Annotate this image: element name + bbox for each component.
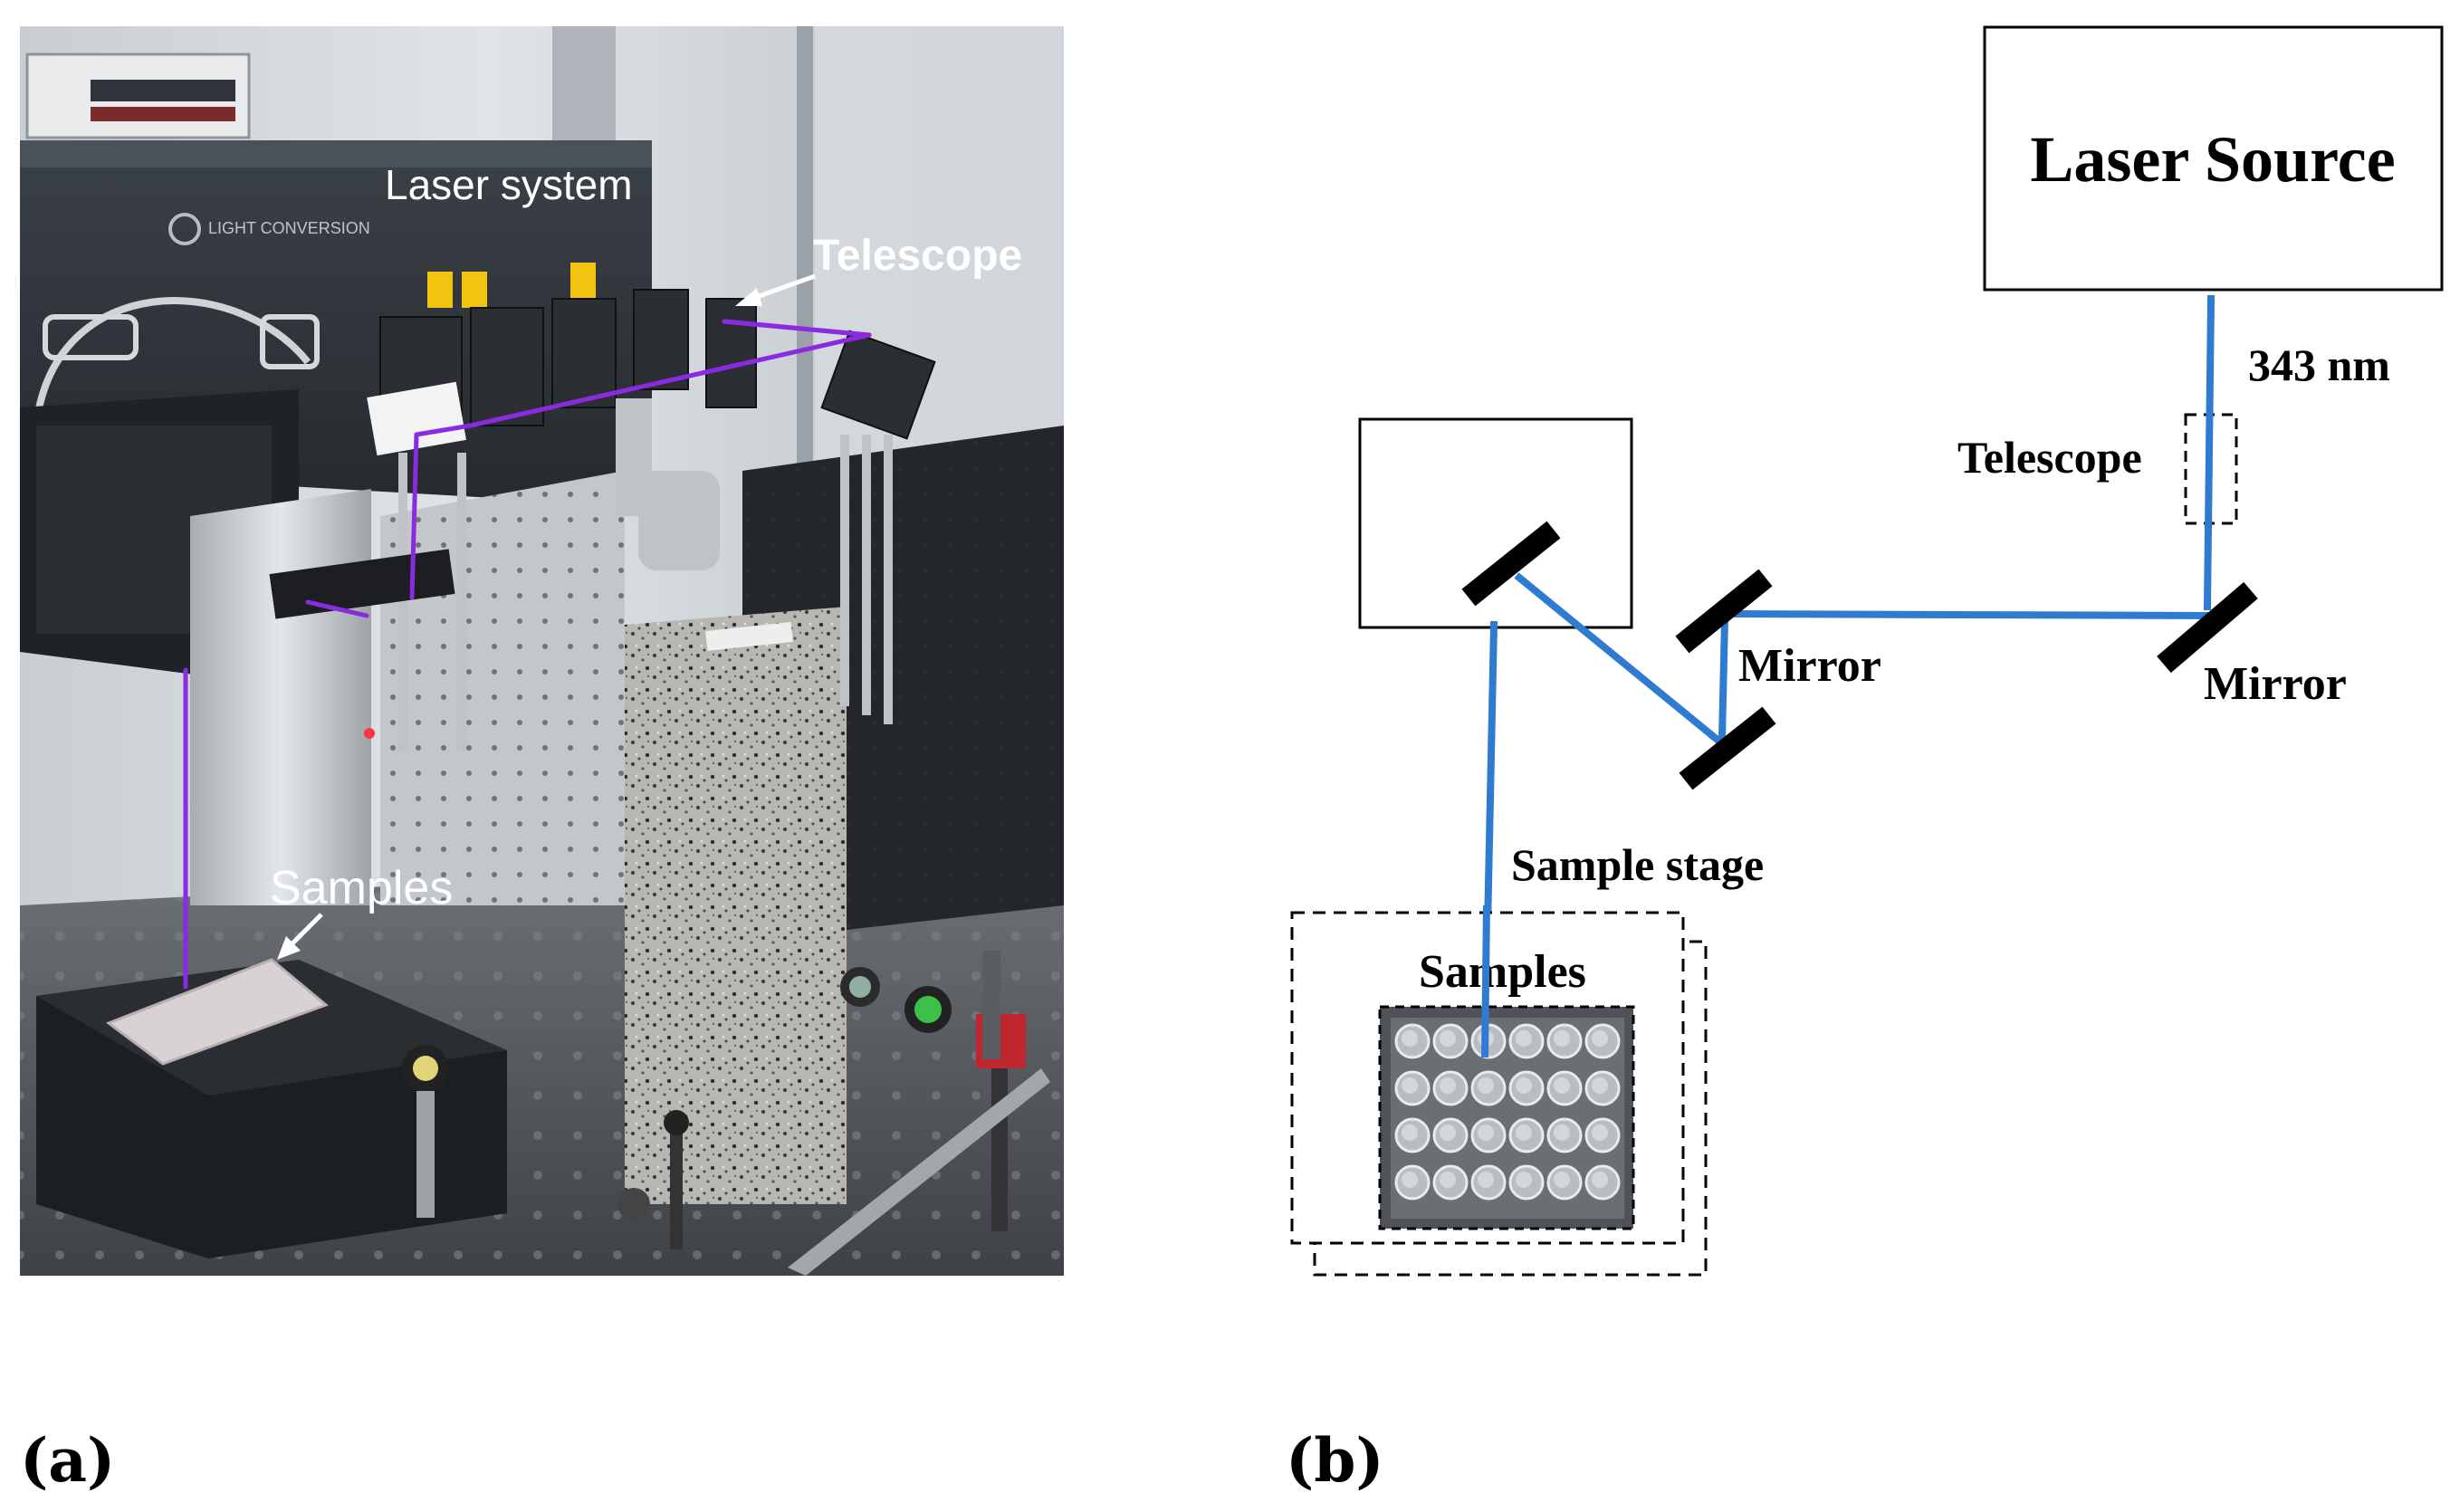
well-highlight xyxy=(1478,1172,1494,1188)
well-highlight xyxy=(1592,1172,1608,1188)
well-highlight xyxy=(1554,1030,1570,1047)
well-highlight xyxy=(1478,1077,1494,1094)
mirror-right-icon xyxy=(2157,581,2258,674)
well-highlight xyxy=(1478,1124,1494,1141)
well-highlight xyxy=(1516,1030,1532,1047)
samples-arrow-icon xyxy=(277,913,323,960)
well-highlight xyxy=(1516,1077,1532,1094)
telescope-label: Telescope xyxy=(1957,432,2142,483)
well-highlight xyxy=(1554,1172,1570,1188)
mirror-label-1: Mirror xyxy=(1738,640,1881,692)
mirror-group xyxy=(1461,521,2258,790)
beam-into-sample xyxy=(1481,904,1490,1058)
mirror-upper-icon xyxy=(1675,569,1773,654)
well-highlight xyxy=(1440,1077,1456,1094)
well-highlight xyxy=(1402,1172,1418,1188)
well-highlight xyxy=(1440,1172,1456,1188)
diagram-beam-path xyxy=(1480,294,2216,1062)
well-highlight xyxy=(1592,1124,1608,1141)
laser-system-label: Laser system xyxy=(385,161,633,208)
schematic-diagram: Laser Source 343 nm Telescope Mirror Mir… xyxy=(1290,25,2444,1277)
telescope-arrow-icon xyxy=(735,273,816,306)
samples-photo-label: Samples xyxy=(270,862,453,914)
setup-photo: LIGHT CONVERSION xyxy=(20,26,1064,1276)
laser-source-label: Laser Source xyxy=(2030,123,2395,196)
well-highlight xyxy=(1440,1124,1456,1141)
well-highlight xyxy=(1516,1172,1532,1188)
well-highlight xyxy=(1516,1124,1532,1141)
well-plate-icon xyxy=(1378,1005,1635,1230)
wavelength-label: 343 nm xyxy=(2248,340,2390,390)
well-highlight xyxy=(1592,1030,1608,1047)
mirror-lower-icon xyxy=(1679,706,1776,790)
mirror-stage-icon xyxy=(1461,521,1561,607)
mirror-label-2: Mirror xyxy=(2204,658,2347,710)
panel-b-label: (b) xyxy=(1286,1425,1384,1496)
well-highlight xyxy=(1402,1124,1418,1141)
well-highlight xyxy=(1440,1030,1456,1047)
well-highlight xyxy=(1554,1077,1570,1094)
sample-stage-label: Sample stage xyxy=(1511,839,1764,890)
telescope-photo-label: Telescope xyxy=(813,232,1022,280)
well-highlight xyxy=(1402,1077,1418,1094)
samples-label: Samples xyxy=(1419,946,1586,998)
photo-beam-path xyxy=(183,319,872,990)
well-highlight xyxy=(1554,1124,1570,1141)
well-highlight xyxy=(1592,1077,1608,1094)
laser-source-box xyxy=(1983,25,2444,292)
brand-label: LIGHT CONVERSION xyxy=(208,219,370,237)
panel-a-label: (a) xyxy=(20,1425,115,1496)
well-highlight xyxy=(1402,1030,1418,1047)
stage-box xyxy=(1358,417,1633,629)
